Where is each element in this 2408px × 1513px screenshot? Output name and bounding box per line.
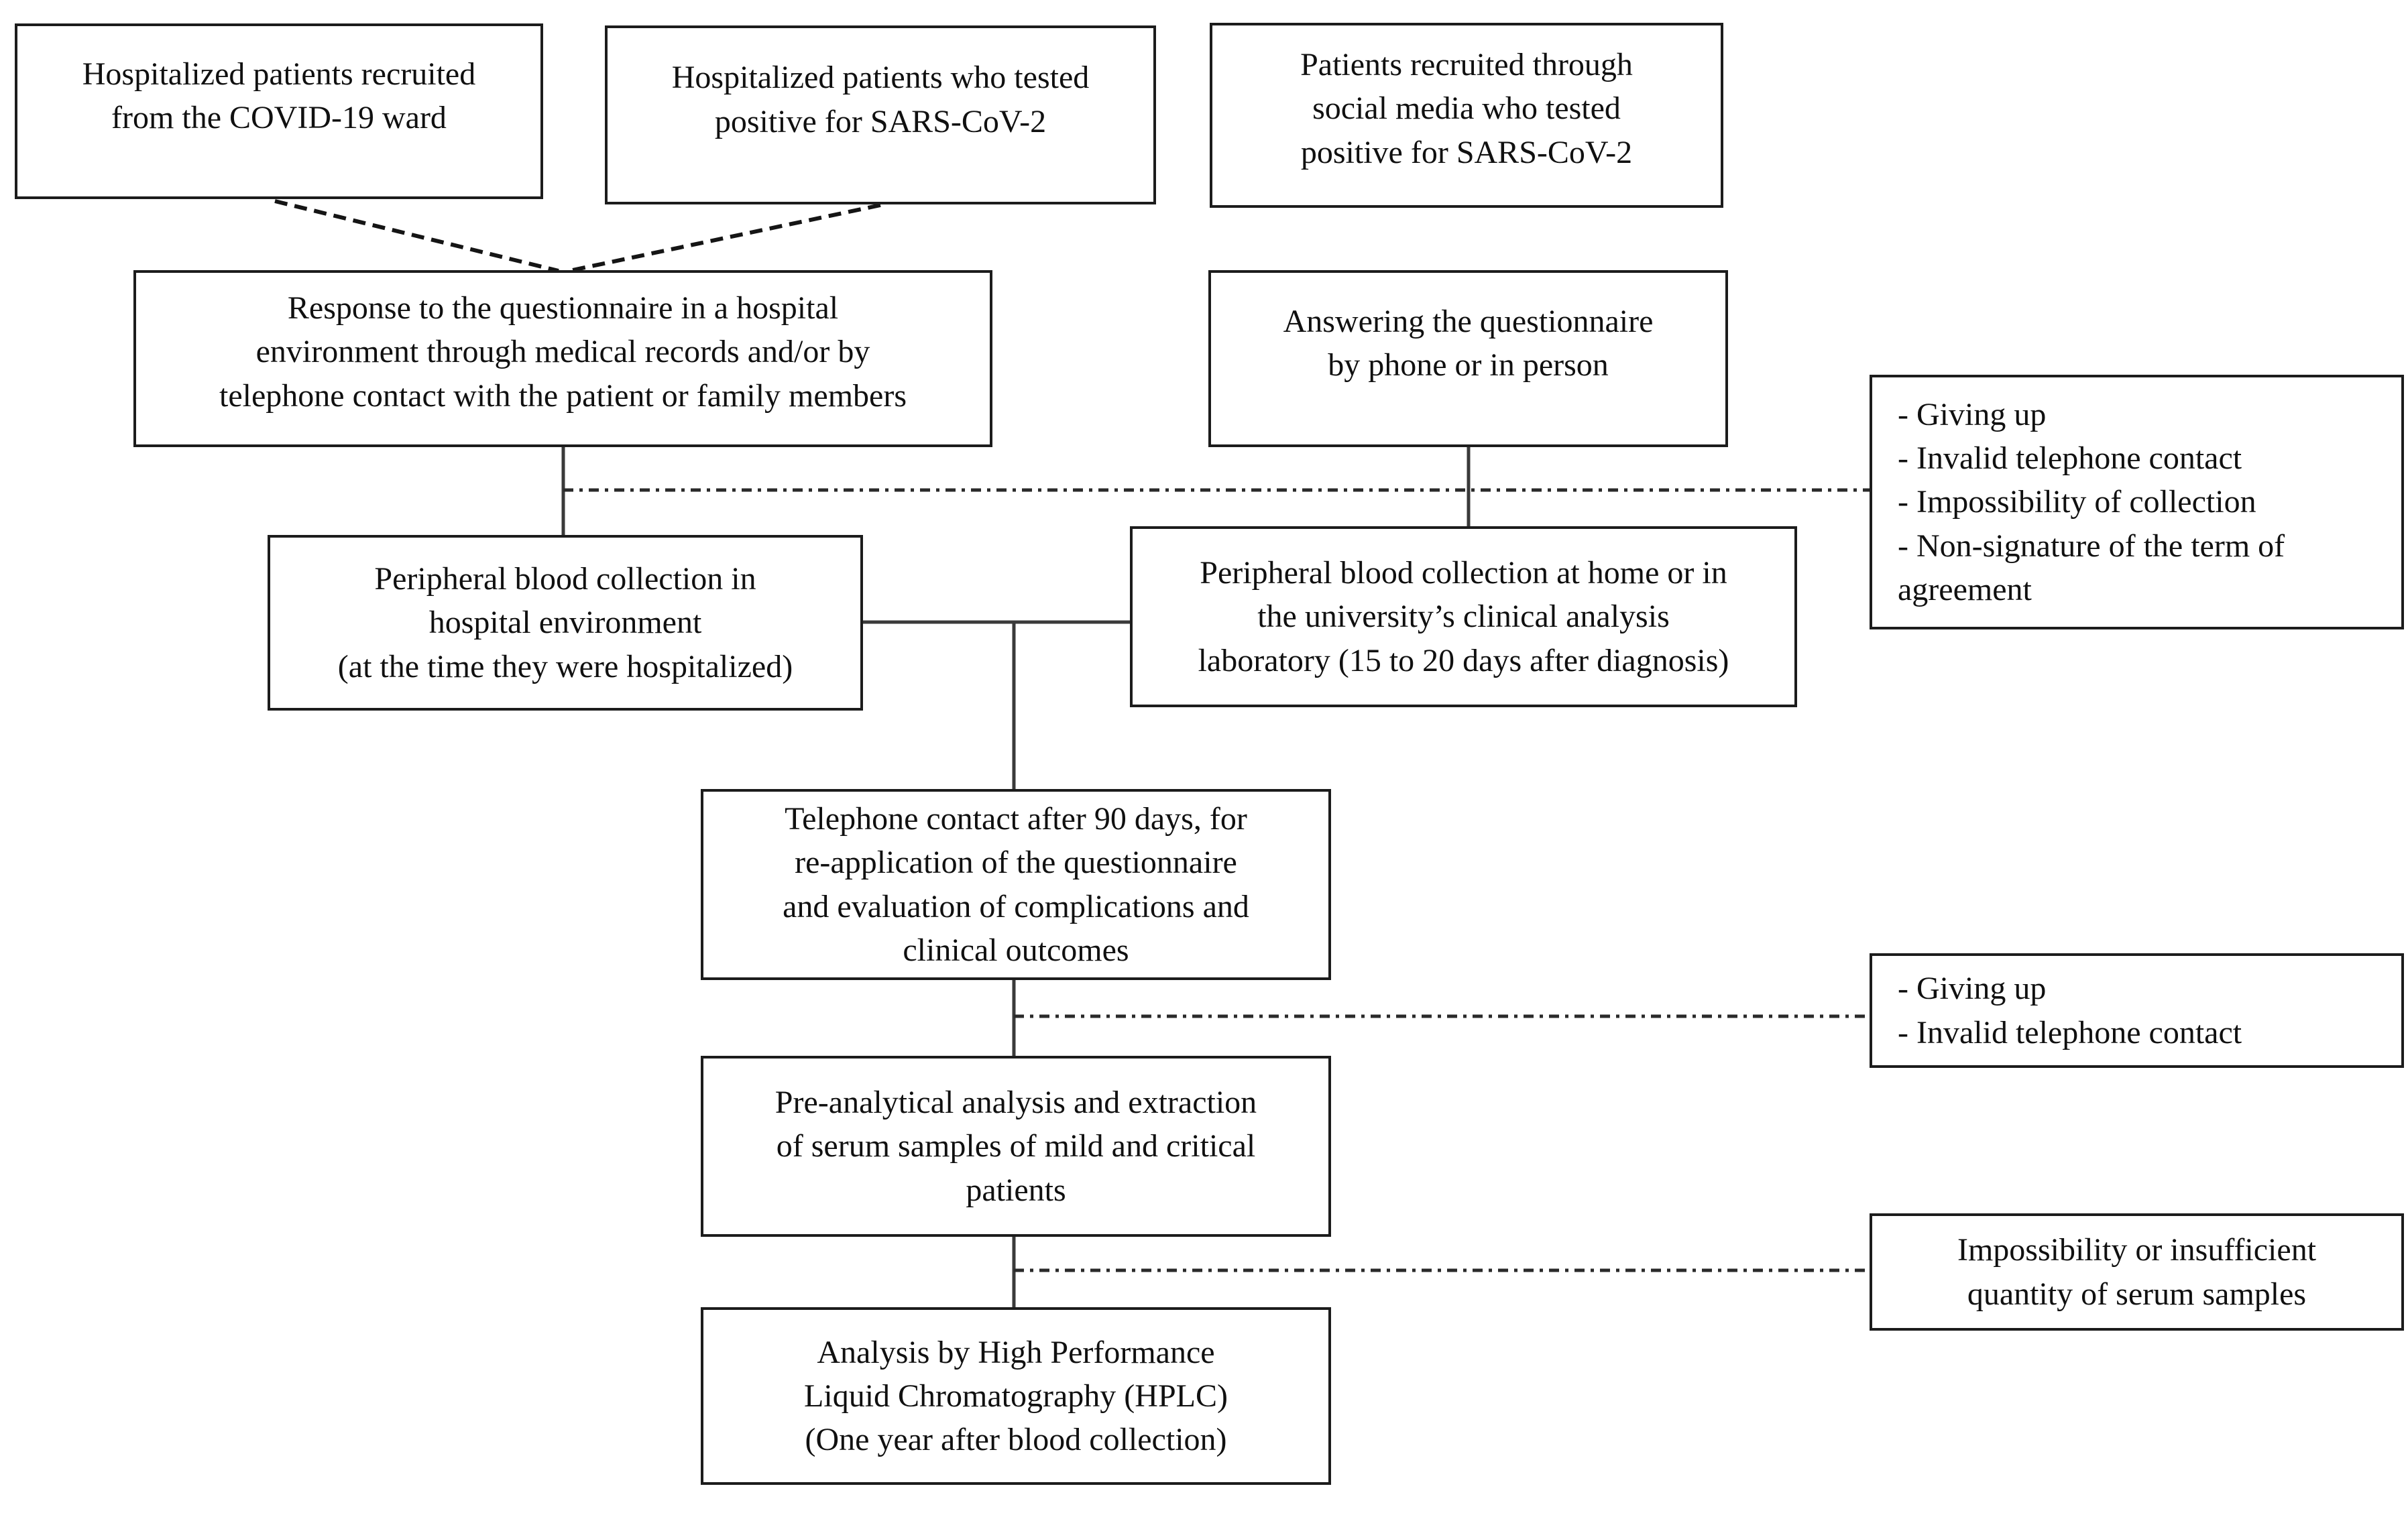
- connector-ward-to-questionnaire: [274, 199, 559, 273]
- node-questionnaire-phone: Answering the questionnaire by phone or …: [1208, 270, 1728, 447]
- node-blood-collection-home: Peripheral blood collection at home or i…: [1130, 526, 1797, 707]
- node-hospitalized-positive: Hospitalized patients who tested positiv…: [605, 25, 1156, 204]
- node-blood-collection-hospital: Peripheral blood collection in hospital …: [268, 535, 863, 711]
- node-questionnaire-hospital: Response to the questionnaire in a hospi…: [133, 270, 992, 447]
- node-preanalytical-analysis: Pre-analytical analysis and extraction o…: [701, 1056, 1331, 1237]
- node-hospitalized-ward: Hospitalized patients recruited from the…: [15, 23, 543, 199]
- node-social-media-recruited: Patients recruited through social media …: [1210, 23, 1723, 208]
- node-hplc-analysis: Analysis by High Performance Liquid Chro…: [701, 1307, 1331, 1485]
- exclusion-box-stage3: Impossibility or insufficient quantity o…: [1870, 1213, 2404, 1331]
- exclusion-box-stage1: - Giving up - Invalid telephone contact …: [1870, 375, 2404, 629]
- connector-positive-to-questionnaire: [569, 203, 881, 273]
- exclusion-box-stage2: - Giving up - Invalid telephone contact: [1870, 953, 2404, 1068]
- node-telephone-90-days: Telephone contact after 90 days, for re-…: [701, 789, 1331, 980]
